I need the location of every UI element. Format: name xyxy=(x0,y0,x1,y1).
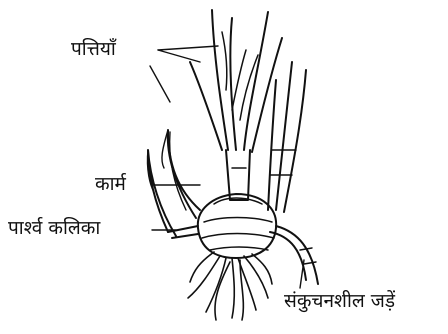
contractile-root xyxy=(270,226,318,284)
label-leaves: पत्तियाँ xyxy=(71,40,116,59)
label-corm: कार्म xyxy=(95,175,126,194)
label-contractile-roots: संकुचनशील जड़ें xyxy=(284,292,395,311)
roots xyxy=(188,252,272,320)
left-leaf xyxy=(162,130,200,218)
label-lateral-bud: पार्श्व कलिका xyxy=(8,219,100,238)
corm-body xyxy=(198,194,276,258)
central-leaves xyxy=(190,10,282,200)
right-leaves xyxy=(268,62,306,212)
